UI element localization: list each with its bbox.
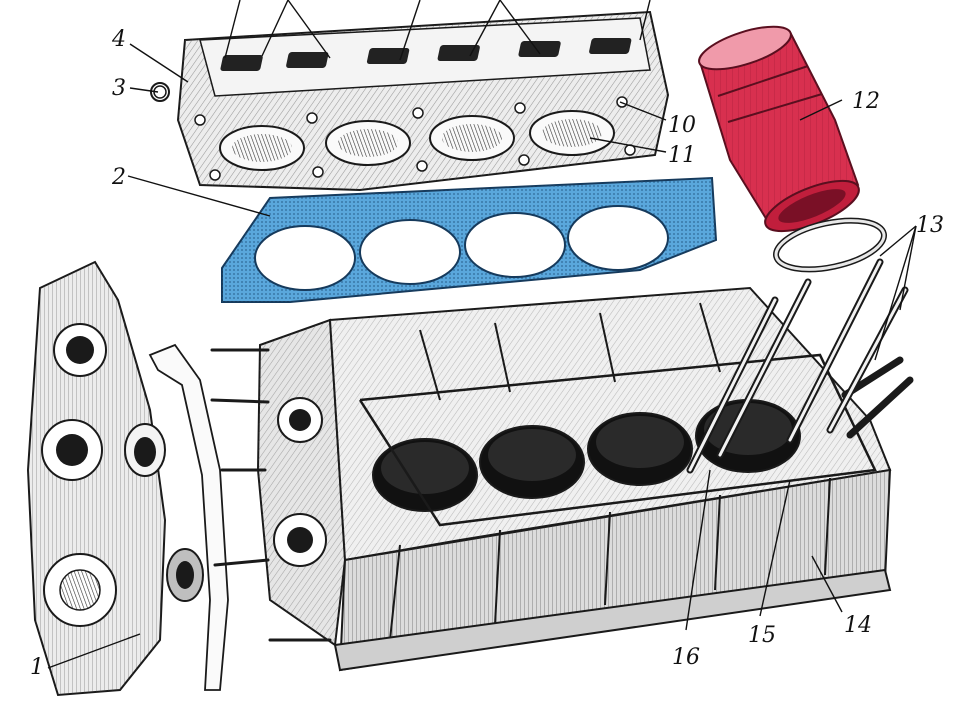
label-14: 14	[844, 613, 872, 638]
crank-seal	[166, 548, 204, 602]
label-1: 1	[30, 655, 44, 680]
cylinder-bores	[372, 399, 801, 512]
label-12: 12	[852, 89, 880, 114]
timing-cover	[26, 260, 167, 697]
head-ports	[220, 38, 632, 71]
label-10: 10	[668, 113, 696, 138]
label-2: 2	[111, 165, 126, 190]
head-gasket	[221, 176, 718, 303]
combustion-chambers	[219, 110, 615, 171]
label-3: 3	[112, 76, 126, 101]
label-4: 4	[111, 27, 126, 52]
leader-lines	[47, 0, 917, 669]
cylinder-liner	[698, 25, 860, 233]
cylinder-head	[150, 10, 670, 192]
fitting-icon	[150, 82, 170, 102]
front-bolts	[210, 348, 332, 642]
cylinder-block	[256, 286, 892, 672]
part-labels: 1 2 3 4 10 11 12 13 14 15 16	[30, 27, 944, 680]
label-15: 15	[748, 623, 776, 648]
label-16: 16	[672, 645, 700, 670]
front-cover-gasket	[148, 343, 229, 691]
label-11: 11	[668, 143, 696, 168]
label-13: 13	[916, 213, 944, 238]
liner-seal-ring	[773, 217, 887, 273]
